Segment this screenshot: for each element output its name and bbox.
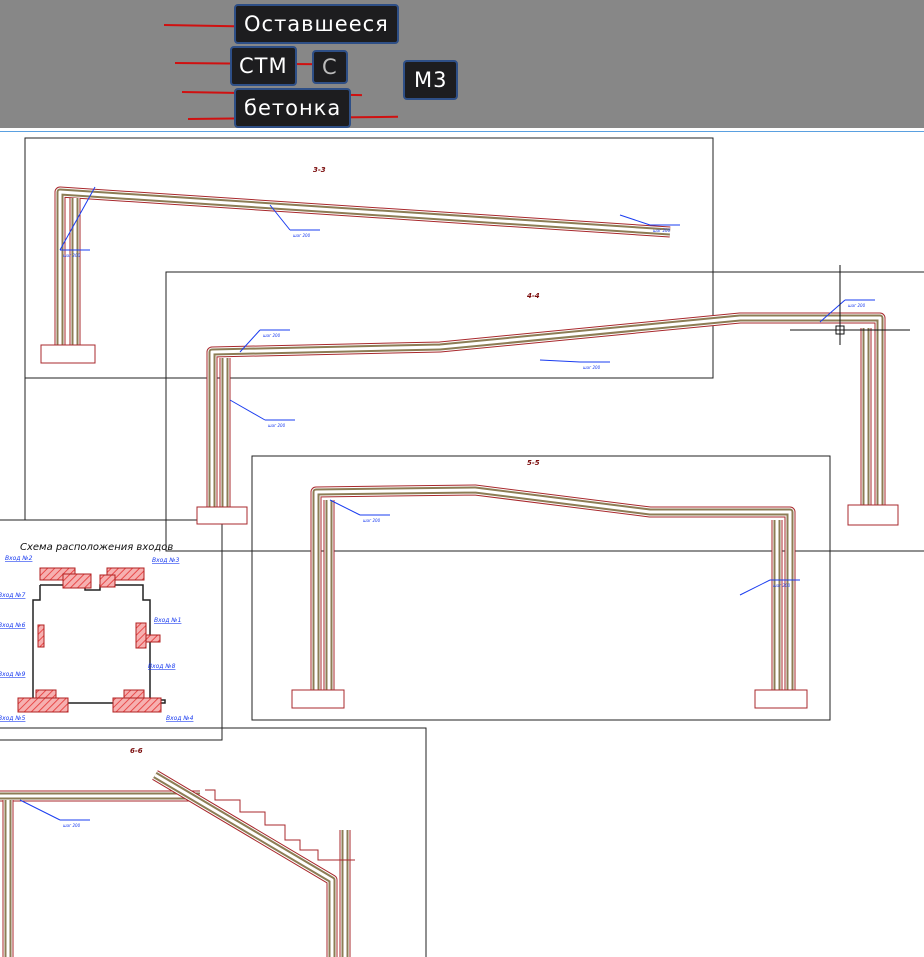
frame-5-5-rebar bbox=[312, 486, 794, 690]
stair-steps bbox=[205, 789, 355, 861]
frame-4-4-core bbox=[210, 316, 882, 508]
footing-5-5-right bbox=[754, 689, 808, 709]
section-title-s6: 6-6 bbox=[130, 747, 143, 755]
frame-3-3-left-rebar bbox=[56, 188, 671, 345]
label-unit[interactable]: М3 bbox=[403, 60, 459, 100]
leader-line bbox=[619, 214, 651, 226]
section-title-s5: 5-5 bbox=[527, 459, 540, 467]
rebar-note: шаг 200 bbox=[263, 333, 281, 338]
entrance-label: Вход №2 bbox=[5, 555, 33, 562]
frame-5-5-core bbox=[314, 488, 792, 690]
footing-5-5-left bbox=[291, 689, 345, 709]
rebar-note: шаг 200 bbox=[63, 253, 81, 258]
entrance-label: Вход №1 bbox=[154, 617, 181, 624]
frame-5-5-outline bbox=[310, 484, 796, 690]
leader-line bbox=[59, 186, 96, 251]
label-road[interactable]: бетонка bbox=[234, 88, 352, 128]
leader-line bbox=[539, 359, 581, 363]
frame-3-3-left-core bbox=[58, 190, 671, 345]
leader-line bbox=[239, 329, 261, 353]
leader-line bbox=[269, 204, 291, 231]
label-remaining[interactable]: Оставшееся bbox=[234, 4, 399, 44]
leader-line bbox=[739, 579, 771, 596]
entrance-label: Вход №7 bbox=[0, 592, 26, 599]
rebar-note: шаг 200 bbox=[268, 423, 286, 428]
entrance-label: Вход №5 bbox=[0, 715, 26, 722]
schema-title: Схема расположения входов bbox=[20, 542, 173, 553]
leader-line bbox=[19, 799, 61, 821]
rebar-note: шаг 200 bbox=[773, 583, 791, 588]
rebar-note: шаг 200 bbox=[63, 823, 81, 828]
entrance-label: Вход №9 bbox=[0, 671, 26, 678]
viewport-top-band bbox=[0, 0, 924, 128]
entrance-label: Вход №8 bbox=[148, 663, 176, 670]
label-stm[interactable]: СТМ bbox=[230, 46, 297, 86]
leader-line bbox=[329, 499, 361, 516]
leader-line bbox=[819, 299, 846, 323]
frame-6-6-stair-core bbox=[154, 773, 334, 957]
frame-6-6-stair-rebar bbox=[153, 771, 336, 957]
frame-entrance-schema bbox=[0, 519, 223, 741]
rebar-note: шаг 200 bbox=[363, 518, 381, 523]
footing-4-4-left bbox=[196, 506, 248, 525]
entrance-schema: Схема расположения входов bbox=[17, 542, 173, 713]
frame-section-5 bbox=[251, 455, 831, 721]
rebar-note: шаг 200 bbox=[848, 303, 866, 308]
label-ghost: С bbox=[312, 50, 348, 84]
leader-line bbox=[229, 399, 266, 421]
frame-section-4 bbox=[165, 271, 924, 552]
entrance-label: Вход №3 bbox=[152, 557, 180, 564]
rebar-note: шаг 200 bbox=[293, 233, 311, 238]
frame-4-4-rebar bbox=[208, 314, 884, 508]
frame-section-6 bbox=[0, 727, 427, 957]
section-title-s4: 4-4 bbox=[527, 292, 540, 300]
section-title-s3: 3-3 bbox=[313, 166, 326, 174]
cad-cursor-box bbox=[835, 325, 845, 335]
entrance-label: Вход №4 bbox=[166, 715, 194, 722]
footing-4-4-right bbox=[847, 504, 899, 526]
viewport-border bbox=[0, 128, 924, 132]
entrance-label: Вход №6 bbox=[0, 622, 26, 629]
rebar-note: шаг 200 bbox=[583, 365, 601, 370]
frame-5-5-fill bbox=[311, 485, 795, 690]
footing-3-3 bbox=[40, 344, 96, 364]
frame-section-3 bbox=[24, 137, 714, 379]
rebar-note: шаг 200 bbox=[653, 228, 671, 233]
